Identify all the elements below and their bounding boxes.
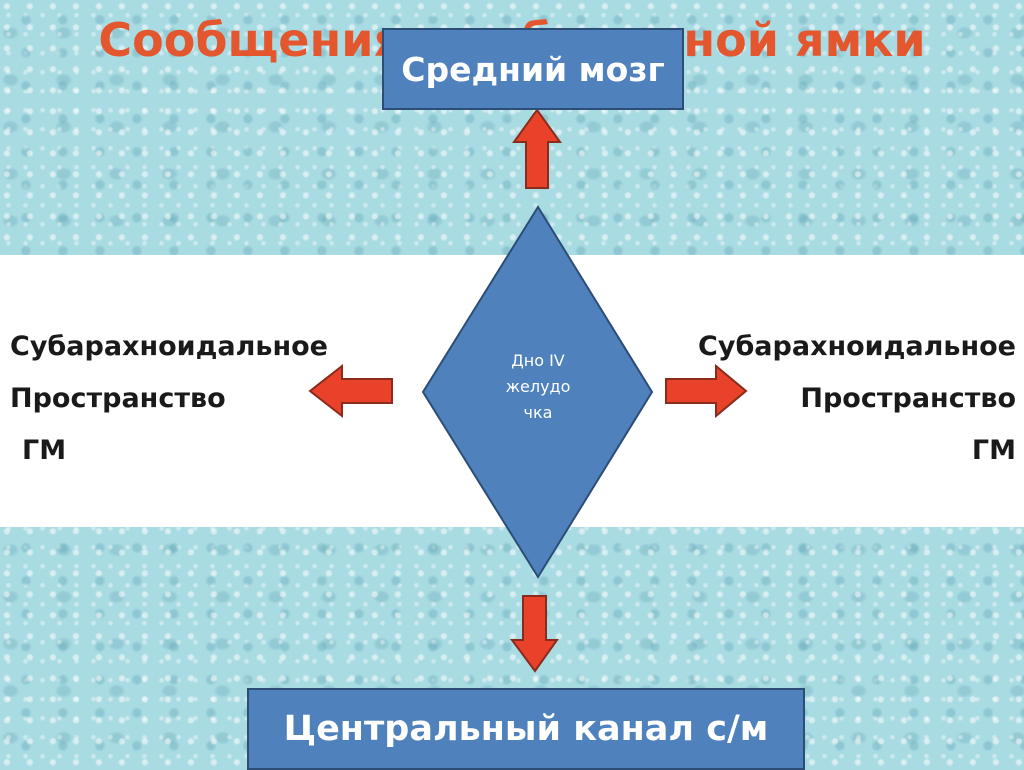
right-text-line-2: Пространство [800, 383, 1016, 414]
diamond-shape [421, 205, 654, 579]
central-canal-box: Центральный канал с/м [247, 688, 805, 770]
midbrain-label: Средний мозг [401, 49, 665, 89]
right-subarachnoid-text: Субарахноидальное Пространство ГМ [698, 321, 1016, 477]
arrow-up [512, 108, 562, 189]
right-text-line-1: Субарахноидальное [698, 331, 1016, 362]
left-text-line-1: Субарахноидальное [10, 331, 328, 362]
diamond-label: Дно IV желудо чка [505, 351, 571, 422]
left-text-line-2: Пространство [10, 383, 226, 414]
right-text-line-3: ГМ [971, 435, 1016, 466]
arrow-left [308, 363, 393, 419]
arrow-down [510, 595, 559, 673]
left-text-line-3: ГМ [22, 435, 67, 466]
left-subarachnoid-text: Субарахноидальное Пространство ГМ [10, 321, 328, 477]
arrow-right [665, 363, 748, 419]
midbrain-box: Средний мозг [382, 28, 684, 110]
central-canal-label: Центральный канал с/м [283, 709, 769, 749]
